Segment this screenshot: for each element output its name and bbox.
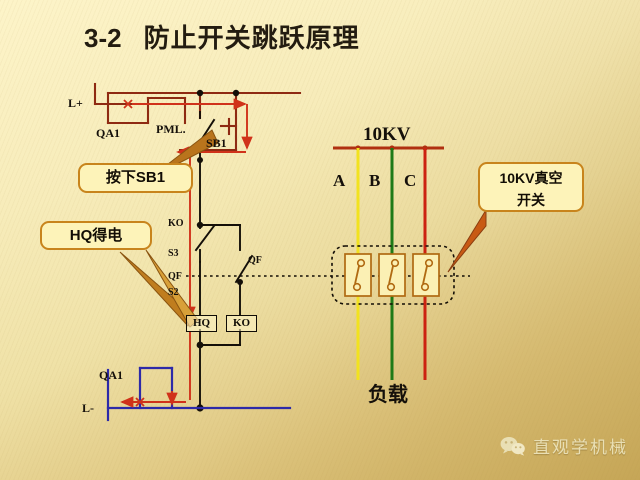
label-phase-b: B — [369, 171, 381, 190]
title-text: 防止开关跳跃原理 — [143, 23, 360, 53]
wechat-icon — [500, 436, 525, 456]
label-hv-bus: 10KV — [363, 124, 411, 145]
callout-leaders — [119, 129, 487, 328]
label-qa1-bottom: QA1 — [99, 368, 123, 382]
negative-rail-wiring — [106, 366, 292, 422]
callout-press-sb1: 按下SB1 — [78, 163, 193, 193]
label-contact-ko-upper: KO — [168, 218, 184, 229]
callout-press-sb1-line-1: 按下SB1 — [105, 169, 166, 186]
hv-bus-bar — [333, 145, 444, 151]
callout-vacuum-switch-line-2: 开关 — [517, 192, 545, 208]
junction-dots — [196, 89, 243, 412]
coil-ko: KO — [226, 315, 257, 332]
coil-hq: HQ — [186, 315, 217, 332]
control-circuit-wiring — [93, 82, 302, 152]
vacuum-switch-poles — [344, 253, 440, 297]
title-number: 3-2 — [84, 23, 122, 53]
label-phase-c: C — [404, 171, 417, 190]
watermark: 直观学机械 — [500, 433, 628, 458]
vacuum-switch-enclosure — [331, 245, 455, 305]
control-circuit-black-wiring — [194, 111, 254, 409]
label-qa1-top: QA1 — [96, 126, 120, 140]
callout-hq-energized: HQ得电 — [40, 221, 152, 250]
label-pml: PML. — [156, 122, 186, 136]
label-contact-s3: S3 — [168, 248, 179, 259]
label-contact-qf: QF — [168, 271, 182, 282]
watermark-text: 直观学机械 — [533, 438, 628, 457]
label-phase-a: A — [333, 171, 346, 190]
label-supply-negative: L- — [82, 401, 94, 415]
switch-pole-a — [344, 253, 372, 297]
label-aux-qf: QF — [248, 255, 262, 266]
label-contact-s2: S2 — [168, 287, 179, 298]
callout-vacuum-switch: 10KV真空 开关 — [478, 162, 584, 212]
callout-hq-energized-line-1: HQ得电 — [69, 227, 123, 244]
label-supply-positive: L+ — [68, 96, 83, 110]
contact-cross-markers — [123, 99, 145, 407]
switch-pole-c — [412, 253, 440, 297]
leader-vacuum-switch — [447, 208, 487, 273]
page-title: 3-2 防止开关跳跃原理 — [84, 18, 360, 55]
switch-pole-b — [378, 253, 406, 297]
callout-vacuum-switch-line-1: 10KV真空 — [499, 170, 563, 186]
label-sb1: SB1 — [206, 136, 227, 150]
label-load: 负载 — [368, 384, 408, 406]
